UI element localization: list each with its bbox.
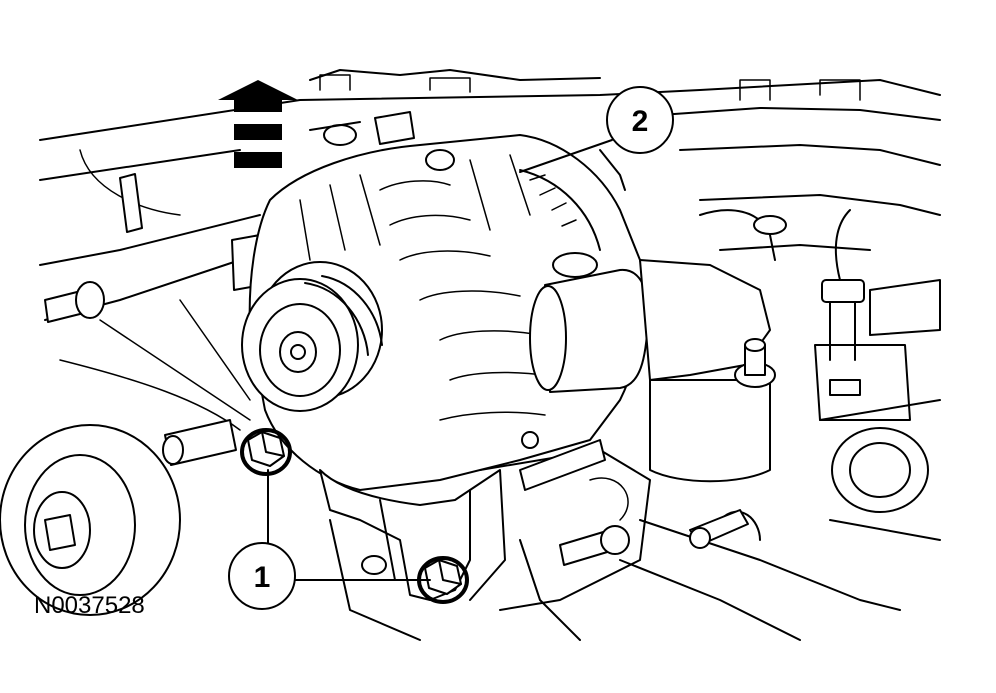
small-nut bbox=[361, 555, 387, 575]
callout-leader-lines bbox=[267, 139, 613, 581]
crankshaft-pulley bbox=[0, 424, 181, 616]
callout-1: 1 bbox=[228, 542, 296, 610]
alternator-mounting-bolt-upper bbox=[240, 428, 292, 476]
left-stud-bolts bbox=[44, 173, 263, 466]
callout-1-number: 1 bbox=[254, 561, 271, 594]
callout-2: 2 bbox=[606, 86, 674, 154]
figure-id-label: N0037528 bbox=[34, 592, 145, 619]
alternator-mounting-bolt-lower bbox=[417, 556, 469, 604]
alternator-pulley bbox=[241, 261, 383, 412]
engine-background-lines bbox=[39, 69, 941, 641]
up-arrow-front-indicator-icon bbox=[218, 80, 298, 168]
coolant-outlet-housing bbox=[529, 149, 787, 483]
callout-2-number: 2 bbox=[632, 105, 649, 138]
